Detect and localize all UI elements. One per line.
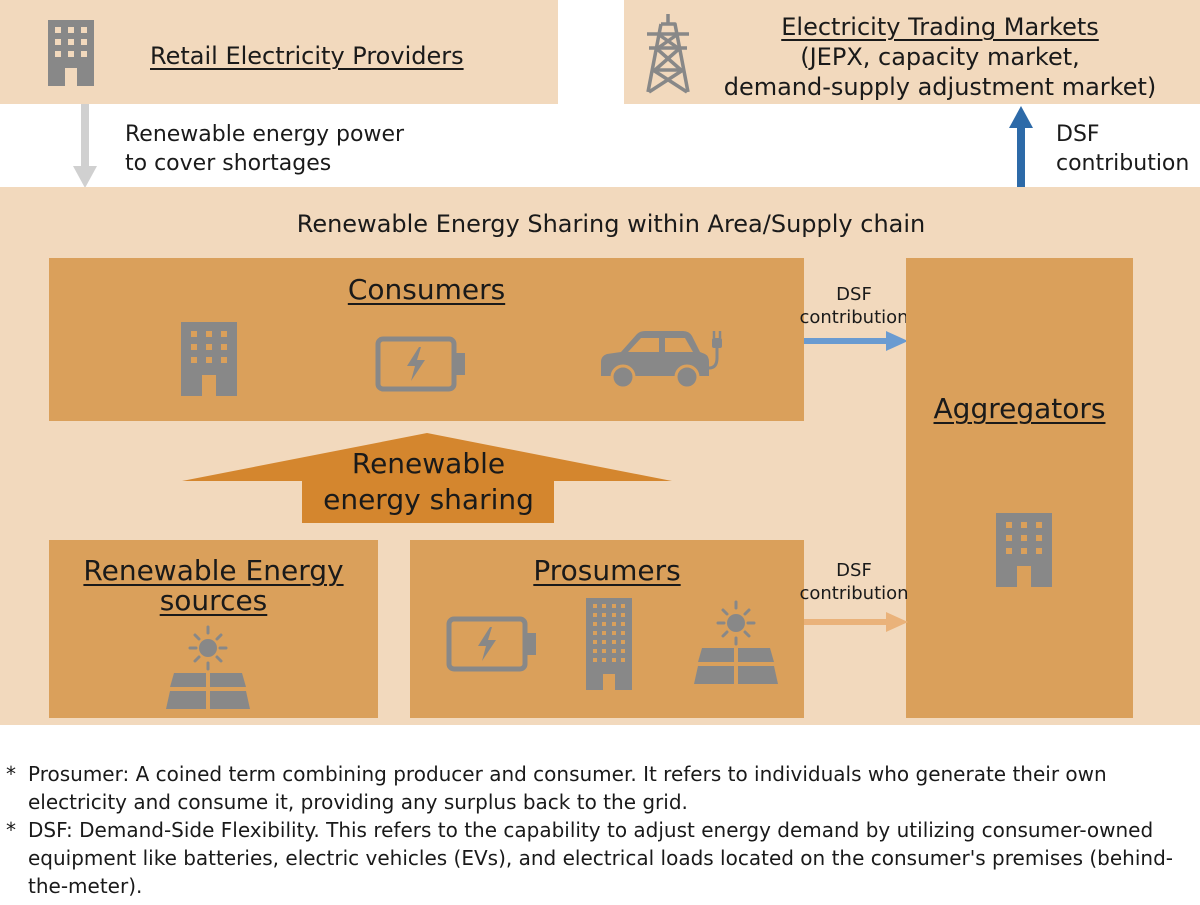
trading-markets-line2: (JEPX, capacity market,: [800, 43, 1080, 71]
dsf-consumers-label-line1: DSF: [836, 284, 872, 305]
renewable-sources-box: [49, 540, 378, 718]
shortage-label-line2: to cover shortages: [125, 151, 332, 176]
retail-providers-title: Retail Electricity Providers: [150, 42, 464, 70]
dsf-prosumers-label-line1: DSF: [836, 560, 872, 581]
dsf-prosumers-arrow: [804, 612, 908, 632]
dsf-prosumers-label-line2: contribution: [799, 583, 909, 604]
dsf-consumers-label: DSF contribution: [784, 283, 924, 329]
shortage-arrow: [73, 104, 97, 188]
dsf-market-label: DSF contribution: [1056, 120, 1189, 178]
aggregators-title: Aggregators: [933, 392, 1106, 425]
tall-building-icon: [586, 598, 632, 690]
footnote-dsf: * DSF: Demand-Side Flexibility. This ref…: [6, 816, 1196, 900]
battery-icon: [375, 336, 465, 392]
battery-icon: [446, 616, 536, 672]
building-icon: [48, 20, 94, 86]
sharing-label: Renewable energy sharing: [296, 446, 561, 518]
dsf-market-label-line2: contribution: [1056, 151, 1190, 176]
dsf-consumers-arrow: [804, 331, 908, 351]
electric-car-icon: [601, 331, 722, 390]
sharing-area-title: Renewable Energy Sharing within Area/Sup…: [296, 210, 926, 238]
consumers-title: Consumers: [347, 273, 506, 306]
prosumers-title: Prosumers: [533, 554, 681, 587]
dsf-prosumers-label: DSF contribution: [784, 559, 924, 605]
footnote-prosumer: * Prosumer: A coined term combining prod…: [6, 760, 1196, 816]
footnote-marker: *: [6, 762, 16, 786]
building-icon: [181, 322, 237, 396]
footnote-text: DSF: Demand-Side Flexibility. This refer…: [28, 818, 1173, 898]
power-tower-icon: [646, 14, 690, 94]
footnote-marker: *: [6, 818, 16, 842]
sharing-label-line2: energy sharing: [323, 483, 534, 516]
solar-panel-icon: [166, 625, 250, 709]
dsf-market-label-line1: DSF: [1056, 122, 1100, 147]
solar-panel-icon: [694, 600, 778, 684]
dsf-market-arrow: [1009, 106, 1033, 188]
sharing-arrow: [182, 433, 672, 523]
renewable-sources-title-line2: sources: [159, 584, 268, 617]
footnotes: * Prosumer: A coined term combining prod…: [6, 760, 1196, 900]
trading-markets-panel: [624, 0, 1200, 104]
trading-markets-line3: demand-supply adjustment market): [723, 73, 1157, 101]
shortage-label-line1: Renewable energy power: [125, 122, 405, 147]
renewable-sources-title: Renewable Energy sources: [49, 556, 378, 616]
trading-markets-title: Electricity Trading Markets: [781, 13, 1099, 41]
aggregators-box: [906, 258, 1133, 718]
dsf-consumers-label-line2: contribution: [799, 307, 909, 328]
shortage-label: Renewable energy power to cover shortage…: [125, 120, 404, 178]
sharing-label-line1: Renewable: [351, 447, 506, 480]
trading-markets-text: Electricity Trading Markets (JEPX, capac…: [700, 12, 1180, 102]
building-icon: [996, 513, 1052, 587]
renewable-sources-title-line1: Renewable Energy: [83, 554, 344, 587]
footnote-text: Prosumer: A coined term combining produc…: [28, 762, 1107, 814]
